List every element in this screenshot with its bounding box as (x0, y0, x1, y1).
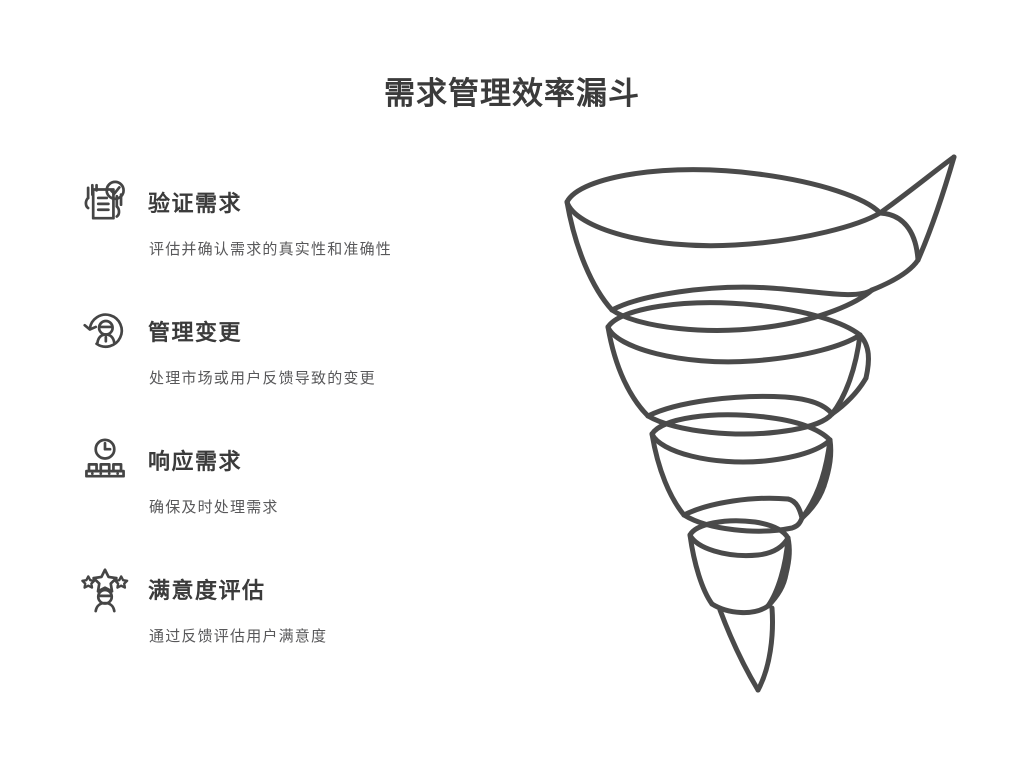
funnel-ribbon-crossing-2 (829, 375, 869, 417)
step-description: 通过反馈评估用户满意度 (149, 629, 328, 645)
funnel-wall-2-left (605, 324, 651, 419)
funnel-tip-left (717, 607, 761, 693)
funnel-ribbon-edge-4 (783, 535, 792, 577)
step-header: 验证需求 (78, 176, 508, 230)
person-refresh-cycle-icon (78, 305, 132, 359)
funnel-rim-2-front (605, 324, 863, 365)
funnel-rim-3-back (649, 412, 833, 443)
funnel-rim-1-bottom-back (609, 284, 875, 313)
funnel-ribbon-tail-edge (915, 154, 957, 263)
step-description: 处理市场或用户反馈导致的变更 (149, 371, 376, 387)
document-check-hand-icon (78, 176, 132, 230)
funnel-wall-3-left (649, 431, 687, 518)
step-header: 管理变更 (78, 305, 508, 359)
funnel-rim-1-front (564, 199, 883, 249)
funnel-ribbon-edge-3 (821, 437, 834, 489)
funnel-rim-2-bottom-back (645, 393, 835, 419)
step-description: 评估并确认需求的真实性和准确性 (149, 242, 393, 258)
step-title: 满意度评估 (148, 578, 266, 603)
funnel-ribbon-edge-2 (857, 332, 871, 381)
funnel-ribbon-tail-inner (877, 210, 921, 263)
step-title: 验证需求 (148, 191, 243, 216)
spiral-funnel-illustration (520, 130, 1010, 730)
list-item[interactable]: 验证需求 评估并确认需求的真实性和准确性 (78, 176, 508, 305)
funnel-rim-4-bottom (709, 601, 771, 615)
funnel-rim-2-back (605, 300, 863, 338)
funnel-ribbon-tail-outer (877, 154, 957, 216)
steps-list: 验证需求 评估并确认需求的真实性和准确性 (78, 176, 508, 692)
step-header: 响应需求 (78, 434, 508, 488)
list-item[interactable]: 满意度评估 通过反馈评估用户满意度 (78, 563, 508, 692)
list-item[interactable]: 响应需求 确保及时处理需求 (78, 434, 508, 563)
funnel-rim-1-bottom-front (609, 287, 875, 333)
clock-conveyor-belt-icon (78, 434, 132, 488)
funnel-rim-3-front (649, 431, 833, 465)
funnel-ribbon-crossing-4 (765, 571, 789, 609)
step-header: 满意度评估 (78, 563, 508, 617)
funnel-wall-4-left (687, 532, 715, 607)
funnel-wall-1-left (564, 199, 615, 313)
list-item[interactable]: 管理变更 处理市场或用户反馈导致的变更 (78, 305, 508, 434)
funnel-rim-3-bottom-back (681, 495, 805, 521)
funnel-tip-right (755, 605, 775, 693)
funnel-ribbon-crossing-1 (869, 257, 921, 293)
step-description: 确保及时处理需求 (149, 500, 279, 516)
funnel-rim-1-back (564, 167, 883, 216)
funnel-svg (564, 154, 957, 693)
step-title: 管理变更 (148, 320, 243, 345)
funnel-rim-2-bottom-front (645, 411, 835, 437)
funnel-rim-4-back (687, 518, 791, 541)
funnel-rim-4-front (687, 532, 791, 559)
funnel-ribbon-crossing-3 (799, 483, 827, 521)
step-title: 响应需求 (148, 449, 243, 474)
page-title: 需求管理效率漏斗 (384, 76, 640, 111)
stars-person-rating-icon (78, 563, 132, 617)
